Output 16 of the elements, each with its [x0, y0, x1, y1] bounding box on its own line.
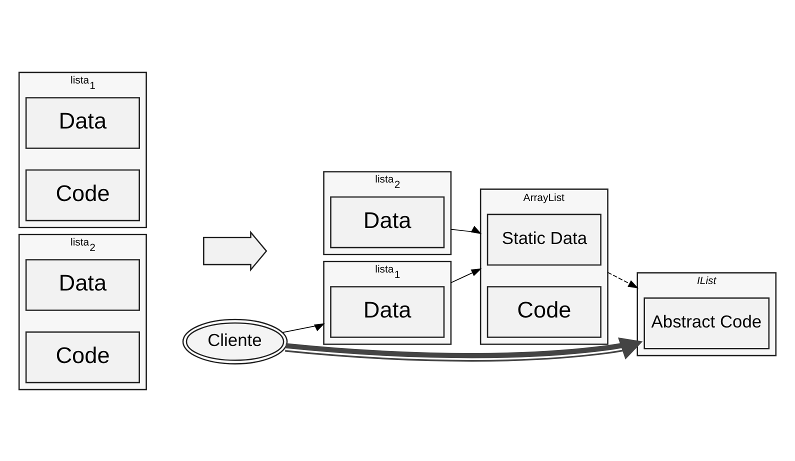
node-box: Data	[25, 96, 140, 148]
node-box: Code	[25, 168, 140, 221]
node-box: Data	[25, 258, 140, 310]
node-arrow	[203, 230, 268, 272]
arrow	[285, 336, 643, 362]
arrow	[450, 268, 482, 283]
arrow	[607, 271, 639, 288]
node-box: Data	[330, 286, 445, 338]
node-box: Static Data	[486, 213, 602, 266]
arrow	[450, 225, 482, 234]
node-box: Abstract Code	[644, 296, 770, 349]
node-box: Code	[486, 286, 602, 338]
node-ellipse: Cliente	[182, 318, 288, 364]
node-box: Code	[25, 330, 140, 383]
node-box: Data	[330, 196, 445, 248]
arrow	[282, 322, 325, 332]
